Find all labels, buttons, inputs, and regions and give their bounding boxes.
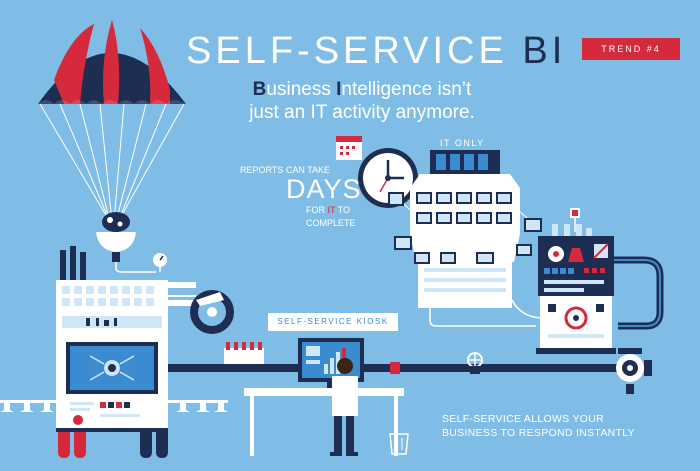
for-it-label: FOR IT TO	[306, 205, 351, 215]
parachute	[38, 20, 186, 262]
calendar-icon	[336, 136, 362, 160]
days-label: DAYS	[286, 174, 362, 204]
complete-label: COMPLETE	[306, 218, 356, 228]
kiosk-label: SELF-SERVICE KIOSK	[268, 313, 398, 331]
trend-badge: TREND #4	[582, 38, 680, 60]
left-nozzles	[0, 400, 228, 412]
kiosk-desk	[244, 338, 409, 456]
it-only-label: IT ONLY	[440, 138, 485, 148]
bottom-caption: SELF-SERVICE ALLOWS YOUR BUSINESS TO RES…	[442, 413, 635, 439]
reports-label: REPORTS CAN TAKE	[240, 165, 331, 175]
left-machine	[56, 246, 168, 458]
main-pipe	[168, 342, 608, 374]
page-title: SELF-SERVICE BI	[186, 30, 567, 72]
subtitle: Business Intelligence isn’t just an IT a…	[249, 79, 475, 123]
right-machine	[536, 208, 664, 394]
left-arm	[115, 253, 234, 334]
it-tower	[388, 150, 542, 308]
cables	[429, 299, 541, 327]
clock-icon	[358, 148, 418, 208]
